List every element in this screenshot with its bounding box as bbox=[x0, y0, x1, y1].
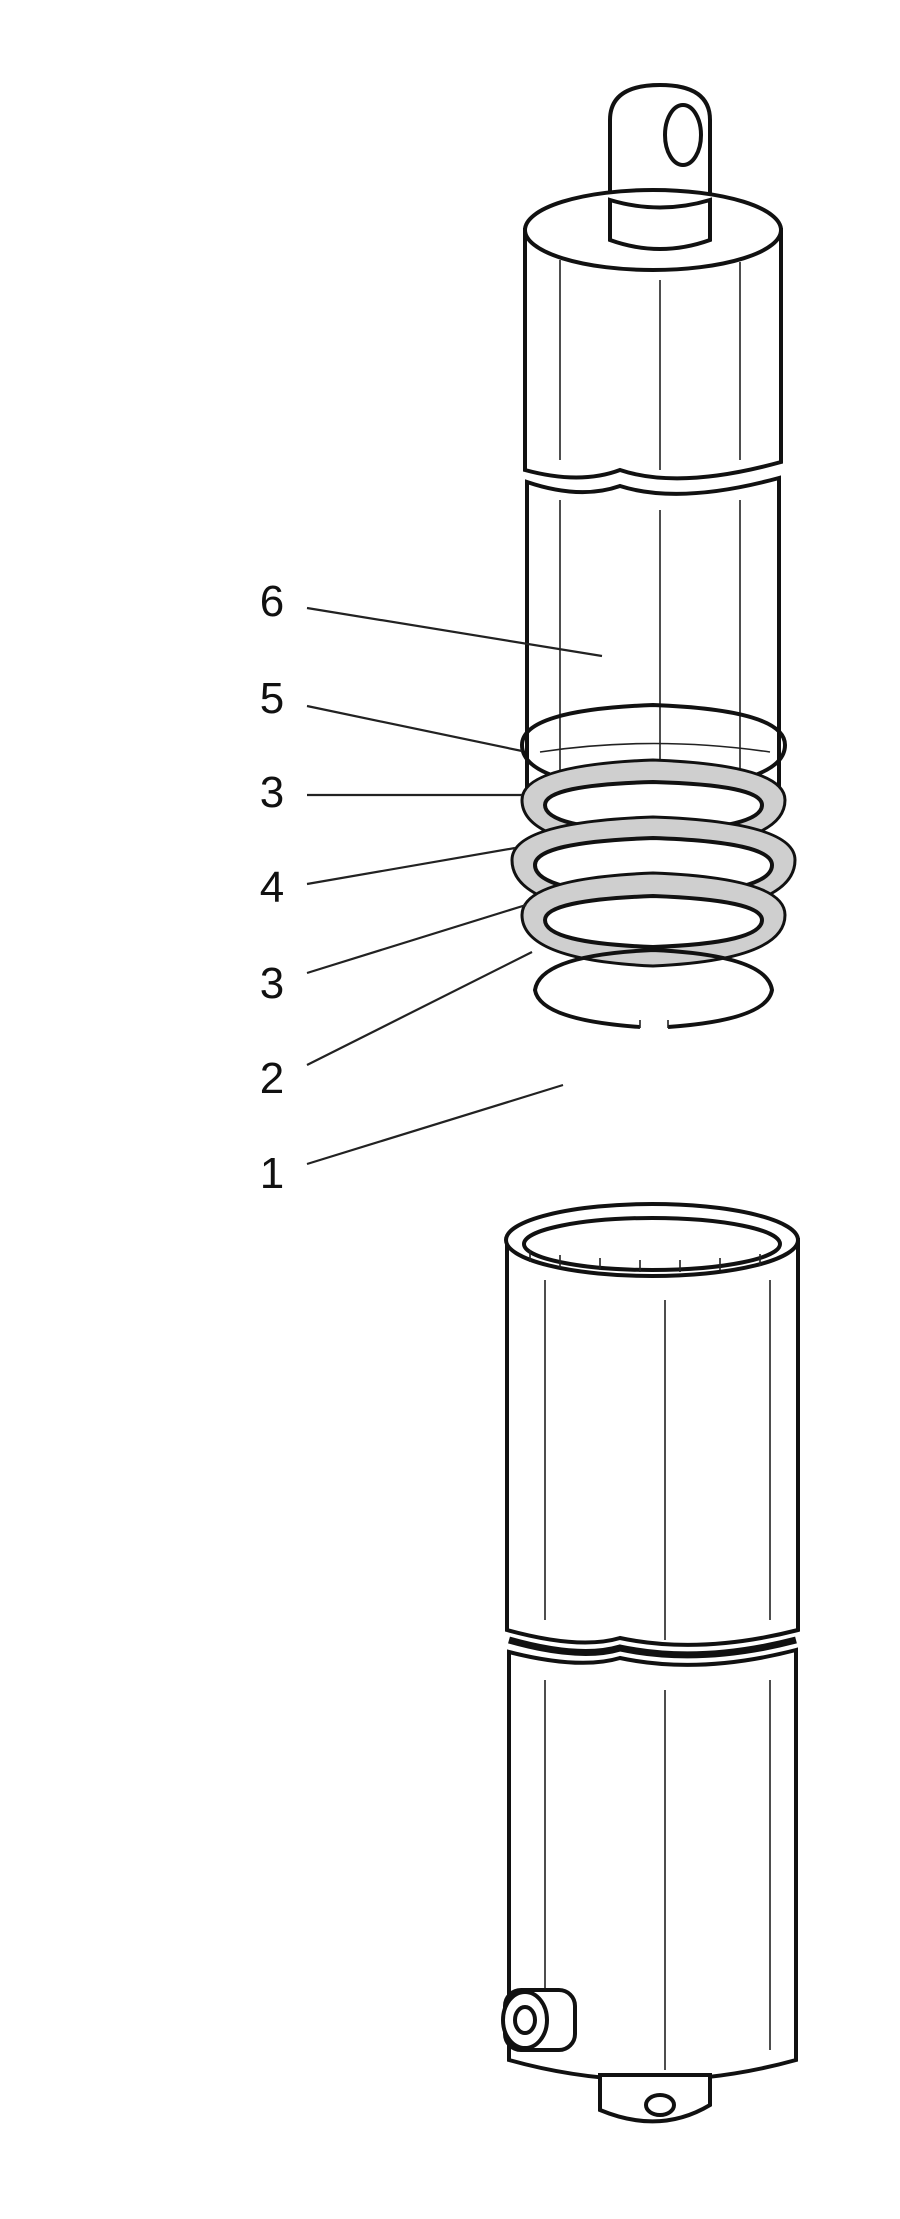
upper-cylinder bbox=[523, 188, 783, 812]
bottom-mounting-eye bbox=[598, 2073, 712, 2124]
port-plug bbox=[501, 1988, 577, 2052]
leader-line-1 bbox=[306, 1083, 564, 1166]
leader-line-3b bbox=[306, 903, 527, 975]
lower-tube-1 bbox=[504, 1202, 800, 2082]
leader-line-4 bbox=[306, 846, 516, 886]
callout-4: 4 bbox=[259, 863, 285, 912]
callout-6: 6 bbox=[259, 577, 285, 626]
retaining-ring-2 bbox=[532, 947, 775, 1029]
guide-ring-3-lower bbox=[520, 871, 787, 968]
callout-2: 2 bbox=[259, 1054, 285, 1103]
callout-3-lower: 3 bbox=[259, 959, 285, 1008]
callout-3-upper: 3 bbox=[259, 768, 285, 817]
leader-line-6 bbox=[306, 606, 603, 658]
leader-line-2 bbox=[306, 951, 533, 1066]
leader-line-5 bbox=[306, 704, 523, 753]
callout-5: 5 bbox=[259, 674, 285, 723]
callout-1: 1 bbox=[259, 1149, 285, 1198]
